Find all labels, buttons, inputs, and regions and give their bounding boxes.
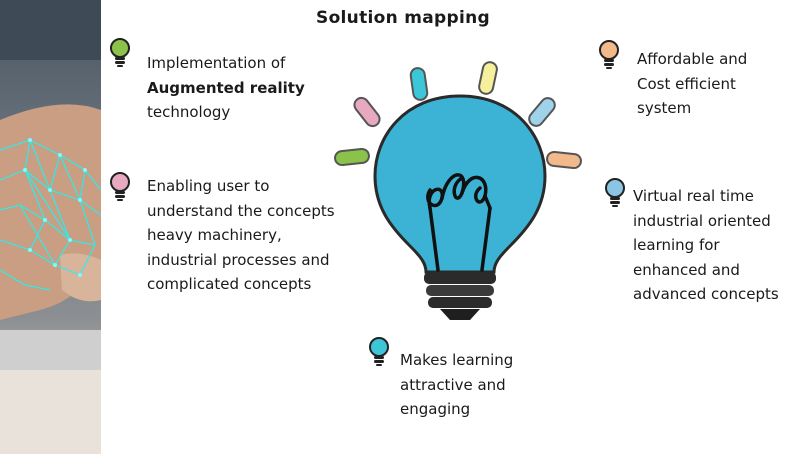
point-line: understand the concepts [147, 201, 335, 220]
cyan-lightbulb-icon [369, 337, 389, 366]
point-understand-concepts: Enabling user to understand the concepts… [147, 174, 352, 297]
point-line: heavy machinery, [147, 226, 282, 244]
point-line: system [637, 99, 692, 117]
point-line-bold: Augmented reality [147, 78, 305, 97]
brain-network-image [0, 0, 101, 454]
point-line: learning for [633, 236, 720, 254]
point-virtual-learning: Virtual real time industrial oriented le… [633, 184, 803, 307]
point-affordable: Affordable and Cost efficient system [637, 47, 797, 121]
pink-lightbulb-icon [110, 172, 130, 201]
point-line: Cost efficient [637, 74, 736, 93]
point-line: Makes learning [400, 351, 514, 369]
orange-lightbulb-icon [599, 40, 619, 69]
point-line: technology [147, 103, 231, 121]
page-title: Solution mapping [316, 8, 490, 28]
blue-lightbulb-icon [605, 178, 625, 207]
point-line: enhanced and [633, 260, 740, 279]
point-line: Implementation of [147, 54, 286, 72]
hand-brain-photo [0, 0, 101, 454]
point-line: industrial processes and [147, 250, 330, 269]
point-line: Affordable and [637, 50, 748, 68]
point-line: advanced concepts [633, 285, 779, 303]
point-line: Enabling user to [147, 177, 270, 195]
point-line: engaging [400, 400, 471, 418]
green-lightbulb-icon [110, 38, 130, 67]
point-attractive-learning: Makes learning attractive and engaging [400, 348, 550, 422]
main-lightbulb-illustration [334, 61, 582, 320]
point-line: complicated concepts [147, 275, 312, 293]
point-line: Virtual real time [633, 187, 754, 205]
point-augmented-reality: Implementation of Augmented reality tech… [147, 51, 347, 125]
point-line: attractive and [400, 375, 506, 394]
point-line: industrial oriented [633, 211, 771, 230]
